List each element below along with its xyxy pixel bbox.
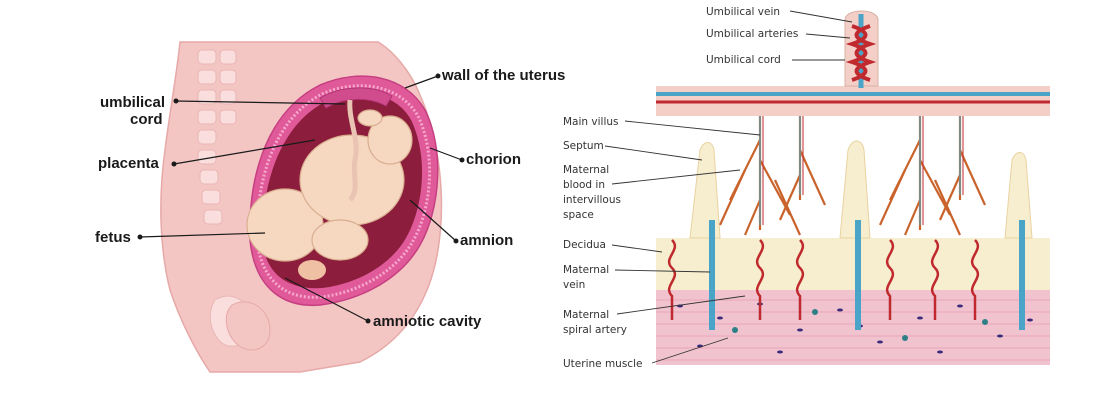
leader-septum (604, 145, 703, 161)
cord-artery-coil (845, 24, 868, 82)
label-spiral-artery-1: Maternal (563, 309, 609, 321)
decidua-band (656, 238, 1050, 290)
thigh (225, 301, 271, 351)
leader-amnion (409, 199, 457, 242)
right-labels: Umbilical vein Umbilical arteries Umbili… (563, 6, 853, 370)
label-uterine-muscle: Uterine muscle (563, 358, 642, 370)
knee (298, 260, 326, 280)
cord-artery-coil-2 (854, 24, 877, 82)
septa (689, 140, 1033, 239)
label-amnion: amnion (460, 232, 513, 249)
label-chorion: chorion (466, 151, 521, 168)
leader-uterine-muscle (651, 337, 729, 364)
chorion-layer (255, 84, 432, 299)
label-placenta: placenta (98, 155, 160, 172)
pregnancy-cross-section (160, 41, 443, 373)
leader-amniotic (284, 277, 369, 322)
label-wall-of-uterus: wall of the uterus (441, 67, 565, 84)
leader-maternal-blood (611, 169, 741, 185)
left-labels: umbilical cord placenta fetus wall of th… (95, 67, 565, 330)
label-umbilical-cord-line2: cord (130, 111, 163, 128)
leader-umbilical-vein (789, 10, 853, 23)
label-maternal-blood-1: Maternal (563, 164, 609, 176)
maternal-veins (709, 220, 1025, 330)
label-fetus: fetus (95, 229, 131, 246)
spiral-arteries (667, 239, 980, 320)
label-maternal-vein-2: vein (563, 279, 585, 291)
label-umbilical-vein: Umbilical vein (706, 6, 780, 18)
leader-umbilical (175, 100, 346, 105)
leader-main-villus (624, 120, 761, 136)
label-maternal-blood-3: intervillous (563, 194, 621, 206)
muscle-cells-teal (732, 309, 988, 341)
label-umbilical-arteries: Umbilical arteries (706, 28, 798, 40)
label-main-villus: Main villus (563, 116, 619, 128)
label-maternal-blood-2: blood in (563, 179, 605, 191)
label-decidua: Decidua (563, 239, 606, 251)
leader-spiral-artery (616, 295, 746, 315)
label-spiral-artery-2: spiral artery (563, 324, 627, 336)
label-umbilical-cord: umbilical (100, 94, 165, 111)
leader-fetus (139, 232, 266, 238)
fetus-shape (246, 109, 413, 262)
umbilical-cord-shape (347, 99, 359, 202)
label-umbilical-cord-right: Umbilical cord (706, 54, 781, 66)
leader-placenta (173, 139, 316, 165)
villous-vessels-red (762, 116, 964, 225)
leader-maternal-vein (614, 269, 711, 273)
leader-umbilical-arteries (805, 33, 851, 39)
spine (197, 49, 237, 225)
villous-vessels-blue (759, 116, 961, 225)
leader-wall (404, 75, 439, 89)
label-amniotic-cavity: amniotic cavity (373, 313, 482, 330)
placenta-shape (319, 87, 393, 109)
label-maternal-blood-4: space (563, 209, 594, 221)
leader-decidua (611, 244, 663, 253)
uterine-muscle-band (656, 290, 1050, 365)
label-maternal-vein-1: Maternal (563, 264, 609, 276)
placenta-detail (656, 10, 1050, 365)
label-septum: Septum (563, 140, 604, 152)
leader-chorion (429, 147, 463, 161)
